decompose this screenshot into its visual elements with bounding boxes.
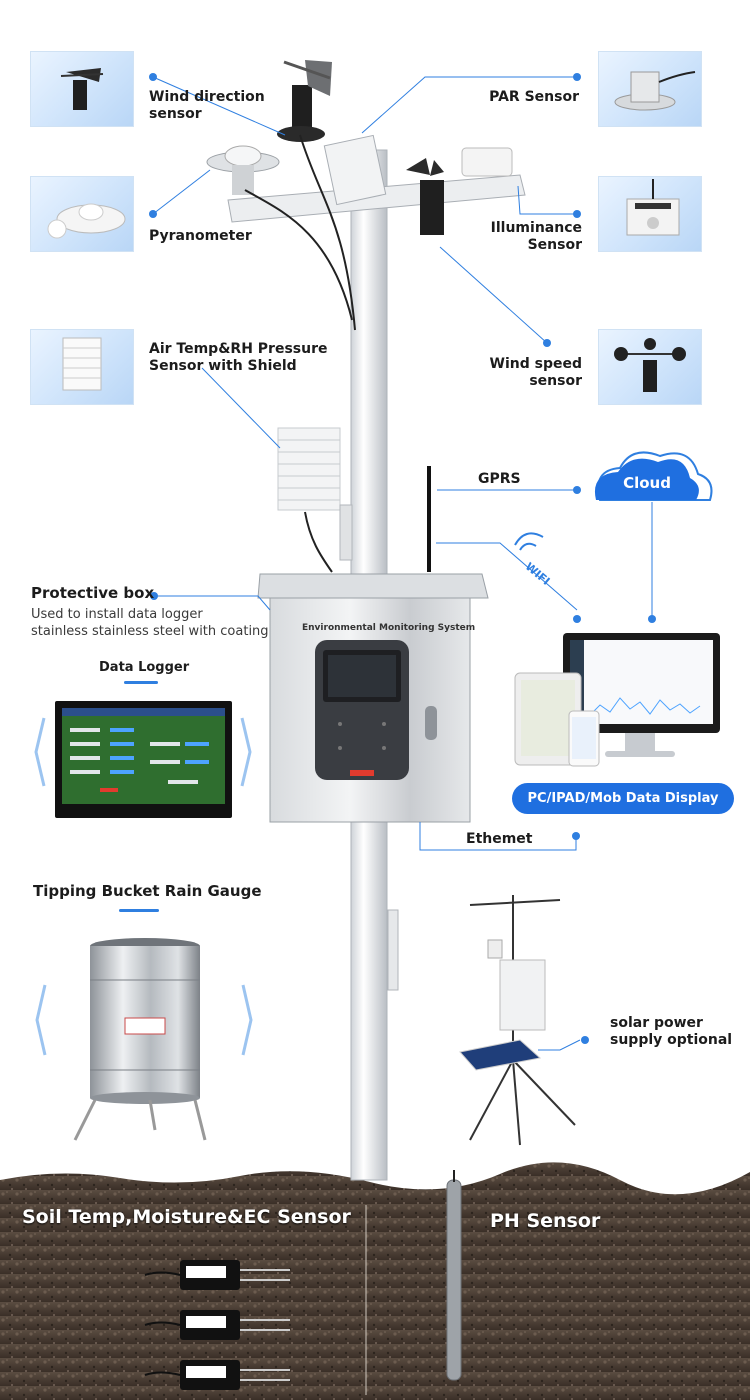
- rain-gauge-underline: [119, 909, 159, 912]
- solar-label: solar power supply optional: [610, 1015, 733, 1048]
- arm-bracket: [323, 134, 387, 206]
- data-logger-underline: [124, 681, 158, 684]
- box-panel-label: Environmental Monitoring System: [302, 623, 476, 633]
- pole-junction: [387, 909, 399, 991]
- display-devices-graphic: [514, 633, 720, 767]
- rain-gauge-graphic: [73, 938, 207, 1141]
- ph-sensor-label: PH Sensor: [490, 1210, 601, 1232]
- wind-vane: [305, 60, 332, 96]
- wifi-symbol: [514, 532, 544, 551]
- solar-station-graphic: [469, 895, 576, 1146]
- solar-panel: [459, 1039, 542, 1071]
- radiation-shield-icon: [62, 337, 102, 391]
- wind-speed-label: Wind speed sensor: [489, 356, 582, 389]
- anemometer-icon: [614, 338, 686, 392]
- cloud-label: Cloud: [623, 474, 671, 492]
- par-thumbnail: [598, 51, 702, 127]
- pyranometer-label: Pyranometer: [149, 228, 252, 244]
- protective-box-desc-2: stainless stainless steel with coating: [31, 624, 269, 639]
- connector-dots: [149, 73, 656, 1044]
- data-logger-graphic: [55, 701, 232, 818]
- wind-direction-thumbnail: [30, 51, 134, 127]
- soil-ground: [0, 1162, 750, 1400]
- pyranometer-icon: [47, 203, 126, 239]
- ph-probe: [446, 1179, 462, 1381]
- data-display-badge: PC/IPAD/Mob Data Display: [512, 783, 734, 814]
- protective-box-graphic: [257, 573, 489, 823]
- radiation-shield: [277, 427, 353, 573]
- soil-sensor-label: Soil Temp,Moisture&EC Sensor: [22, 1206, 351, 1228]
- gprs-label: GPRS: [478, 471, 521, 487]
- air-temp-label: Air Temp&RH Pressure Sensor with Shield: [149, 341, 328, 374]
- par-sensor-icon: [614, 71, 696, 111]
- data-logger-title: Data Logger: [99, 660, 190, 675]
- illuminance-thumbnail: [598, 176, 702, 252]
- wind-speed-thumbnail: [598, 329, 702, 405]
- protective-box-title: Protective box: [31, 584, 155, 602]
- illuminance-label: Illuminance Sensor: [490, 220, 582, 253]
- air-temp-thumbnail: [30, 329, 134, 405]
- rain-gauge-title: Tipping Bucket Rain Gauge: [33, 882, 262, 900]
- connector-lines: [152, 76, 653, 1051]
- soil-sensors-graphic: [144, 1260, 290, 1390]
- wind-direction-icon: [60, 68, 104, 110]
- par-label: PAR Sensor: [489, 89, 579, 105]
- protective-box-desc-1: Used to install data logger: [31, 607, 203, 622]
- wind-direction-label: Wind direction sensor: [149, 89, 265, 122]
- ethernet-label: Ethemet: [466, 831, 533, 847]
- illuminance-sensor-icon: [626, 179, 680, 236]
- pyranometer-thumbnail: [30, 176, 134, 252]
